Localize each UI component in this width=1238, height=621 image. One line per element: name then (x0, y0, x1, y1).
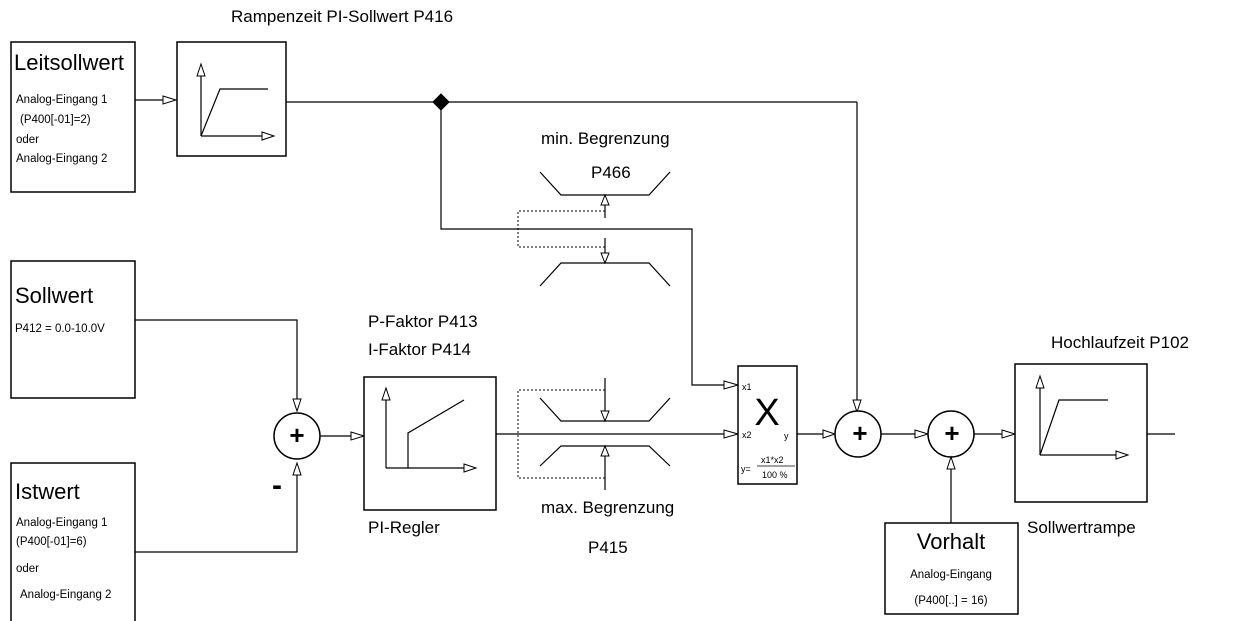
min-limit-symbol (517, 171, 671, 287)
max-limit-label: max. Begrenzung (541, 498, 674, 517)
vorhalt-block: Vorhalt Analog-Eingang (P400[..] = 16) (884, 522, 1019, 615)
formula-lhs: y= (741, 464, 751, 474)
vorhalt-line2: (P400[..] = 16) (914, 595, 987, 607)
leitsollwert-line3: oder (16, 134, 39, 146)
formula-numerator: x1*x2 (761, 455, 784, 465)
vorhalt-line1: Analog-Eingang (910, 569, 992, 581)
summing-junction-2: + (834, 410, 882, 458)
leitsollwert-title: Leitsollwert (14, 50, 124, 75)
istwert-line1: Analog-Eingang 1 (16, 517, 107, 529)
min-limit-param: P466 (591, 163, 631, 182)
min-limit-label: min. Begrenzung (541, 129, 670, 148)
sollwertrampe-block (1014, 363, 1148, 503)
pi-regler-label: PI-Regler (368, 518, 440, 537)
multiplier-out: y (784, 431, 789, 441)
hochlaufzeit-label: Hochlaufzeit P102 (1051, 333, 1189, 352)
istwert-title: Istwert (15, 479, 80, 504)
formula-denominator: 100 % (762, 470, 788, 480)
multiplier-in1: x1 (742, 382, 752, 392)
pi-regler-block (363, 376, 497, 511)
i-factor-label: I-Faktor P414 (368, 340, 471, 359)
ramp-block-p416 (176, 41, 287, 157)
leitsollwert-line2: (P400[-01]=2) (20, 114, 91, 126)
branch-junction (432, 93, 450, 111)
summing-junction-3: + (927, 410, 975, 458)
sollwertrampe-label: Sollwertrampe (1027, 518, 1136, 537)
minus-sign: - (272, 469, 282, 502)
p-factor-label: P-Faktor P413 (368, 312, 478, 331)
multiplier-in2: x2 (742, 430, 752, 440)
leitsollwert-line4: Analog-Eingang 2 (16, 153, 107, 165)
multiplier-symbol: X (754, 392, 779, 434)
istwert-block: Istwert Analog-Eingang 1 (P400[-01]=6) o… (10, 462, 136, 621)
istwert-line4: Analog-Eingang 2 (20, 589, 111, 601)
istwert-line2: (P400[-01]=6) (16, 536, 87, 548)
max-limit-symbol (517, 378, 671, 490)
sollwert-line1: P412 = 0.0-10.0V (15, 323, 105, 335)
istwert-line3: oder (16, 563, 39, 575)
summing-junction-1: + (273, 412, 321, 460)
sum1-plus: + (289, 420, 304, 450)
sum2-plus: + (852, 418, 867, 448)
vorhalt-title: Vorhalt (917, 529, 986, 554)
ramp-time-title: Rampenzeit PI-Sollwert P416 (231, 7, 453, 26)
sollwert-block: Sollwert P412 = 0.0-10.0V (10, 260, 136, 399)
leitsollwert-block: Leitsollwert Analog-Eingang 1 (P400[-01]… (10, 41, 136, 193)
multiplier-block: x1 x2 X y y= x1*x2 100 % (737, 365, 798, 485)
sum3-plus: + (944, 418, 959, 448)
sollwert-title: Sollwert (15, 283, 93, 308)
leitsollwert-box (10, 41, 136, 193)
max-limit-param: P415 (588, 538, 628, 557)
leitsollwert-line1: Analog-Eingang 1 (16, 94, 107, 106)
